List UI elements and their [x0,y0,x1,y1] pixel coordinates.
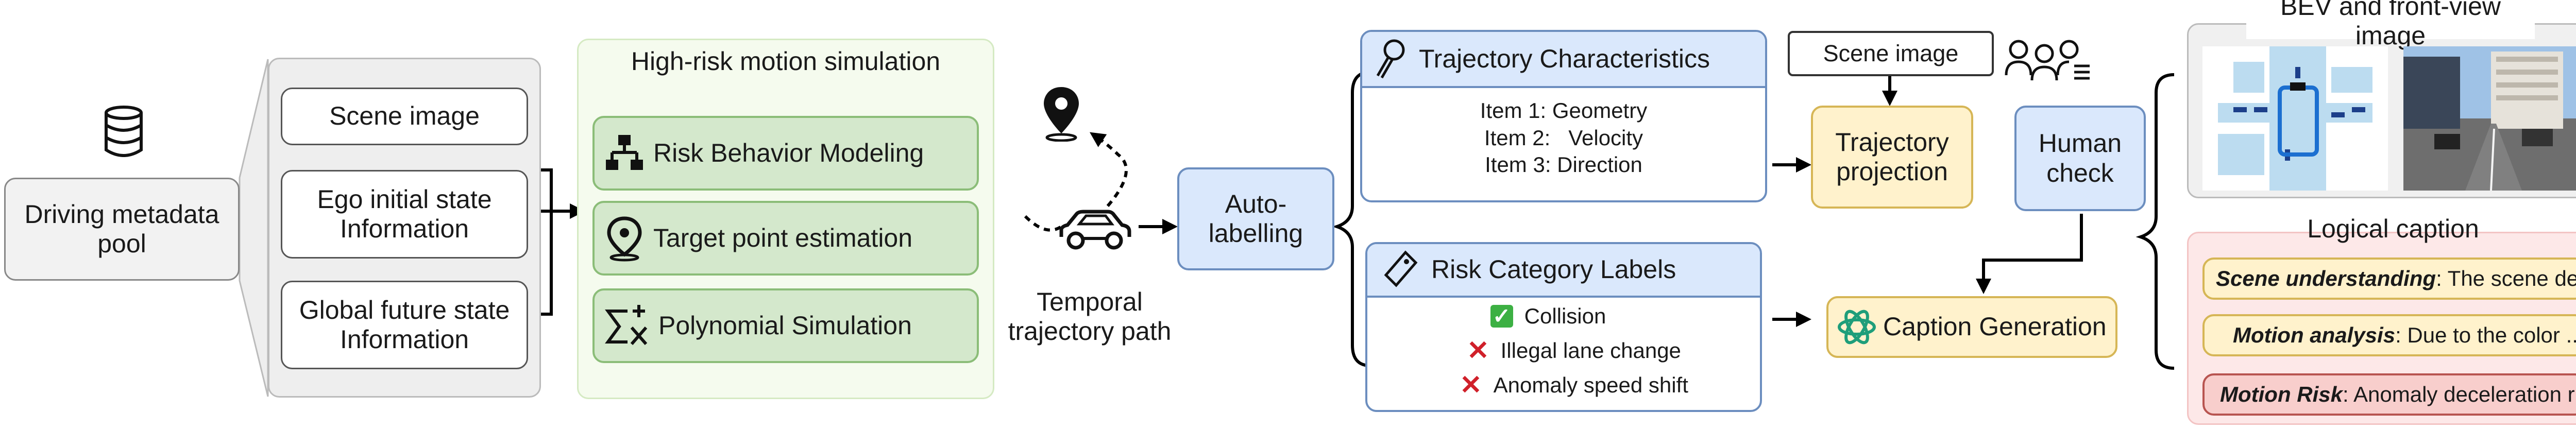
check-icon: ✓ [1490,305,1513,328]
characteristics-list: Item 1: Geometry Item 2: Velocity Item 3… [1362,97,1765,179]
risk-category-card: Risk Category Labels ✓ Collision ✕ Illeg… [1365,242,1762,412]
input-global-future-state: Global future state Information [281,281,528,369]
sim-item-target-point: Target point estimation [592,201,979,276]
characteristics-item: Item 1: Geometry [1480,98,1648,123]
scene-image-box: Scene image [1788,31,1994,76]
caption-generation-box: Caption Generation [1826,296,2117,358]
characteristics-header: Trajectory Characteristics [1362,32,1765,88]
tag-icon [1384,250,1418,287]
people-icon [2004,36,2092,85]
characteristics-title: Trajectory Characteristics [1419,44,1710,73]
autolabel-box: Auto-labelling [1177,167,1334,270]
pool-funnel [239,59,269,397]
pool-label: Driving metadata pool [24,199,219,259]
output-brace [2136,73,2175,370]
sim-item-polynomial: Polynomial Simulation [592,288,979,363]
trajectory-characteristics-card: Trajectory Characteristics Item 1: Geome… [1360,30,1767,202]
car-icon [1056,209,1133,252]
openai-icon [1838,310,1876,345]
risk-list: ✓ Collision ✕ Illegal lane change ✕ Anom… [1367,303,1760,402]
driving-metadata-pool: Driving metadata pool [4,178,240,281]
sim-item-label: Polynomial Simulation [658,311,912,340]
risk-item: ✕ Anomaly speed shift [1460,369,1688,402]
database-icon [103,106,144,157]
caption-generation-label: Caption Generation [1883,312,2107,341]
input-ego-initial-state: Ego initial state Information [281,170,528,259]
risk-item: ✓ Collision [1490,303,1606,330]
sim-item-label: Target point estimation [653,223,913,252]
location-pin-icon [1041,85,1082,142]
risk-title: Risk Category Labels [1431,255,1676,284]
simulation-title: High-risk motion simulation [631,47,941,76]
sim-item-risk-behavior: Risk Behavior Modeling [592,116,979,191]
bev-title: BEV and front-view image [2246,0,2535,50]
risk-item: ✕ Illegal lane change [1467,334,1681,368]
cross-icon: ✕ [1460,370,1482,400]
human-check-box: Human check [2014,106,2146,211]
temporal-trajectory-label: Temporal trajectory path [1008,287,1172,346]
map-pin-icon [607,216,642,261]
characteristics-item: Item 2: Velocity [1484,125,1643,150]
dashed-car-to-pin [1090,132,1128,207]
arrow-human-to-caption [1976,214,2083,294]
hierarchy-icon [606,134,643,170]
caption-row-risk: Motion Risk: Anomaly deceleration risk! [2202,373,2576,416]
cross-icon: ✕ [1467,335,1489,366]
caption-row-scene: Scene understanding: The scene depicts .… [2202,258,2576,300]
wrench-icon [1376,39,1405,78]
caption-row-motion: Motion analysis: Due to the color ...... [2202,314,2576,356]
arrow-sim-to-temporal [1024,215,1062,232]
logical-caption-title: Logical caption [2307,214,2479,244]
input-scene-image: Scene image [281,88,528,145]
sim-item-label: Risk Behavior Modeling [653,138,924,167]
trajectory-projection-box: Trajectory projection [1811,106,1973,209]
summation-icon [605,304,648,345]
bev-map-image [2202,46,2388,191]
front-view-image [2403,46,2576,191]
autolabel-brace [1332,71,1371,367]
risk-header: Risk Category Labels [1367,244,1760,298]
characteristics-item: Item 3: Direction [1485,152,1642,177]
